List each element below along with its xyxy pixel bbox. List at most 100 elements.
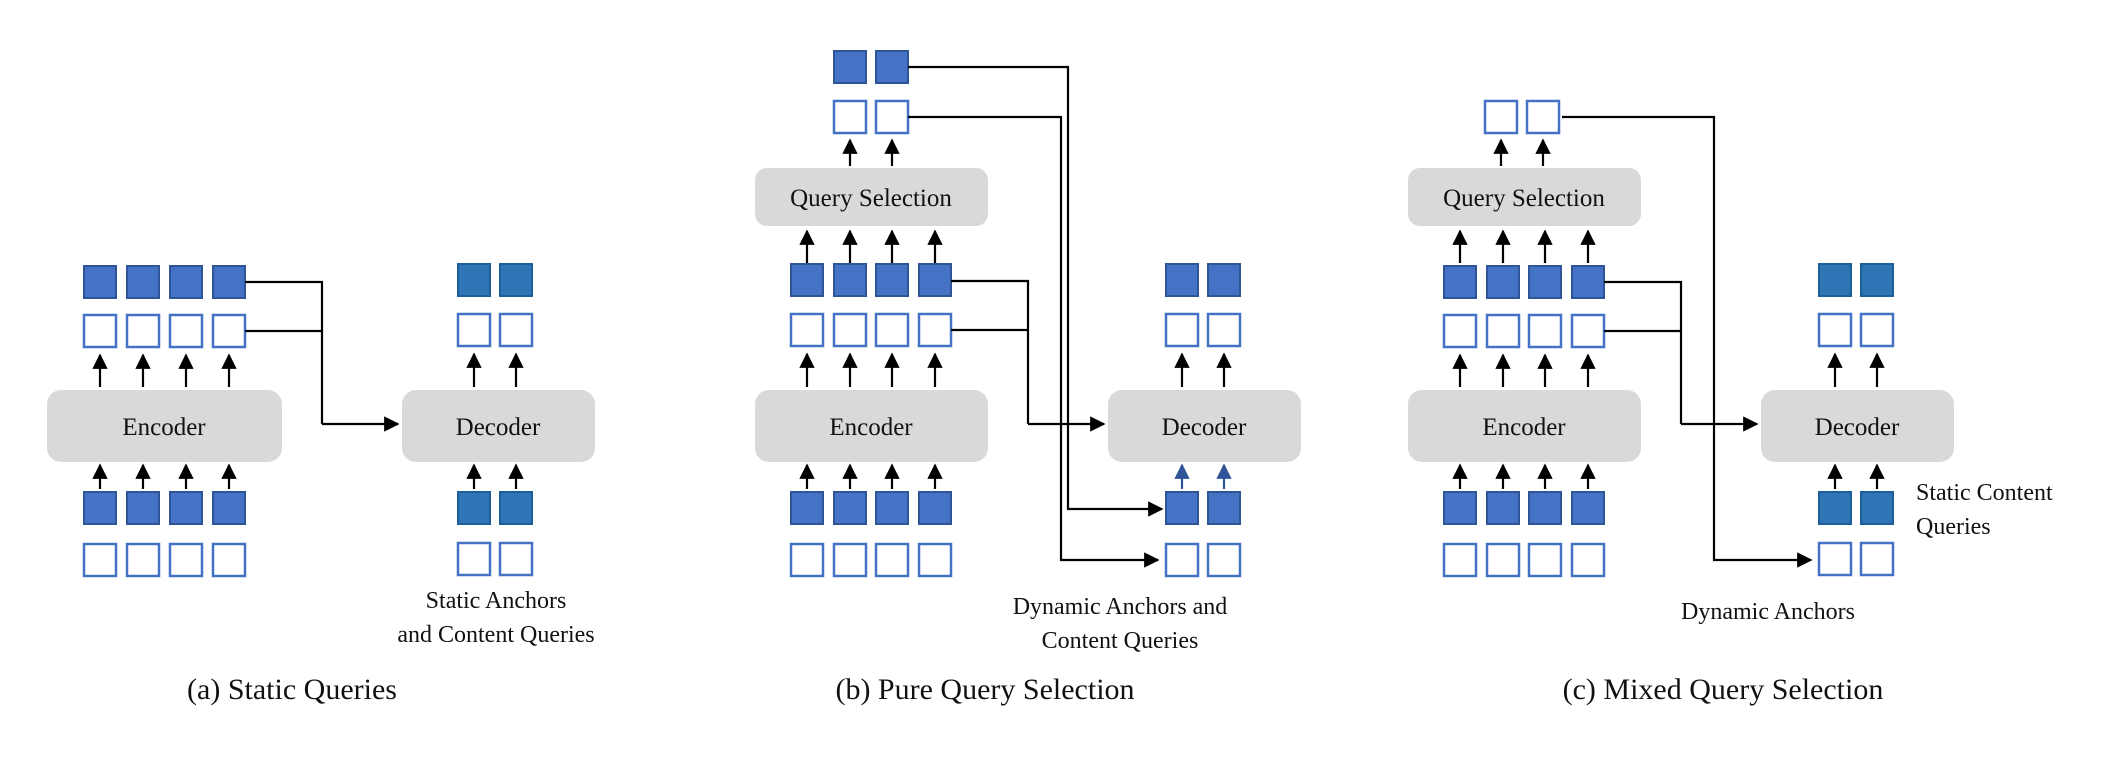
decoder-label: Decoder (456, 414, 541, 441)
dynamic-anchor (1817, 541, 1853, 577)
dynamic-note-line1: Dynamic Anchors and (1013, 594, 1228, 620)
encoder-output-content-queries (83, 265, 246, 299)
dynamic-anchors-note: Dynamic Anchors (1681, 599, 1855, 625)
static-queries (456, 491, 534, 577)
dynamic-queries (1164, 491, 1242, 578)
query-selection-label: Query Selection (1443, 185, 1605, 212)
anchor-square (917, 312, 953, 348)
feature-square (790, 491, 824, 525)
query-square (457, 263, 491, 297)
encoder-input-features (790, 491, 952, 525)
position-square (211, 542, 247, 578)
query-selection-box (755, 168, 988, 226)
encoder-output-arrows (92, 353, 237, 387)
encoder-label: Encoder (829, 414, 913, 441)
feature-square (833, 491, 867, 525)
query-square (126, 265, 160, 299)
position-square (917, 542, 953, 578)
query-square (1571, 265, 1605, 299)
encoder-output-content-queries (1443, 265, 1605, 299)
position-square (1442, 542, 1478, 578)
query-selection-label: Query Selection (790, 185, 952, 212)
static-content-note-line1: Static Content (1916, 480, 2053, 506)
anchor-square (789, 312, 825, 348)
decoder-label: Decoder (1162, 414, 1247, 441)
encoder-input-arrows (92, 463, 237, 489)
decoder-output-queries (1817, 263, 1895, 348)
encoder-input-positions (82, 542, 247, 578)
query-square (1818, 263, 1852, 297)
query-square (790, 263, 824, 297)
position-square (1485, 542, 1521, 578)
feature-square (1486, 491, 1520, 525)
selected-queries (832, 50, 910, 135)
feature-square (1528, 491, 1562, 525)
anchor-square (1485, 313, 1521, 349)
encoder-output-anchors (789, 312, 953, 348)
encoder-box (755, 390, 988, 462)
static-content-query (499, 491, 533, 525)
decoder-label: Decoder (1815, 414, 1900, 441)
selected-anchors (1483, 99, 1561, 135)
caption-a: (a) Static Queries (187, 673, 397, 706)
feature-square (83, 491, 117, 525)
decoder-box (1108, 390, 1301, 462)
encoder-input-features (83, 491, 246, 525)
selected-anchor-to-decoder (908, 115, 1160, 568)
anchor-square (456, 312, 492, 348)
selected-anchor (1525, 99, 1561, 135)
caption-b: (b) Pure Query Selection (835, 673, 1134, 706)
selected-anchor (1483, 99, 1519, 135)
encoder-output-content-queries (790, 263, 952, 297)
position-square (168, 542, 204, 578)
encoder-label: Encoder (122, 414, 206, 441)
selected-anchor (874, 99, 910, 135)
encoder-to-decoder-connector (245, 280, 324, 424)
decoder-box (1761, 390, 1954, 462)
query-square (918, 263, 952, 297)
anchor-square (1570, 313, 1606, 349)
query-square (1443, 265, 1477, 299)
dynamic-note-line2: Content Queries (1042, 628, 1199, 654)
static-anchor (498, 541, 534, 577)
anchor-square (1442, 313, 1478, 349)
query-square (83, 265, 117, 299)
encoder-to-decoder-connector (951, 279, 1030, 424)
static-note-line1: Static Anchors (426, 588, 567, 614)
encoder-output-anchors (1442, 313, 1606, 349)
selected-anchor-to-decoder (1562, 115, 1813, 568)
caption-c: (c) Mixed Query Selection (1563, 673, 1884, 706)
anchor-square (1206, 312, 1242, 348)
query-square (1165, 263, 1199, 297)
anchor-square (1164, 312, 1200, 348)
dynamic-content-query (1165, 491, 1199, 525)
selected-content-to-decoder (908, 65, 1164, 517)
static-content-note-line2: Queries (1916, 514, 1991, 540)
encoder-input-features (1443, 491, 1605, 525)
mixed-queries (1817, 491, 1895, 577)
query-square (1528, 265, 1562, 299)
encoder-to-decoder-connector (1604, 280, 1683, 424)
encoder-label: Encoder (1482, 414, 1566, 441)
feature-square (126, 491, 160, 525)
position-square (82, 542, 118, 578)
feature-square (169, 491, 203, 525)
dynamic-anchor (1164, 542, 1200, 578)
static-content-query (1818, 491, 1852, 525)
decoder-box (402, 390, 595, 462)
query-square (833, 263, 867, 297)
anchor-square (82, 313, 118, 349)
selected-content-query (875, 50, 909, 84)
feature-square (1443, 491, 1477, 525)
selected-content-query (833, 50, 867, 84)
anchor-square (125, 313, 161, 349)
anchor-square (211, 313, 247, 349)
encoder-input-positions (789, 542, 953, 578)
query-square (1860, 263, 1894, 297)
position-square (789, 542, 825, 578)
query-square (1486, 265, 1520, 299)
anchor-square (874, 312, 910, 348)
position-square (1570, 542, 1606, 578)
position-square (1527, 542, 1563, 578)
